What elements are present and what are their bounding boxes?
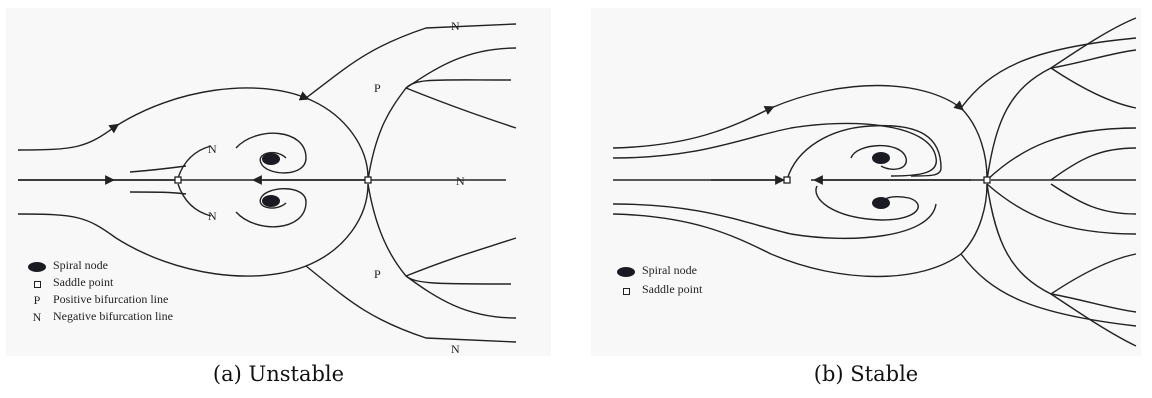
spiral-node-lower	[872, 197, 890, 209]
label-n-spiral-down: N	[208, 209, 217, 223]
flow-diagram-unstable: N P N N N P N	[17, 19, 517, 356]
spiral-node-icon	[28, 262, 46, 272]
legend-item-spiral-node: Spiral node	[613, 261, 702, 280]
caption-unstable: (a) Unstable	[212, 362, 345, 386]
legend-item-spiral-node: Spiral node	[24, 257, 173, 274]
panel-unstable: N P N N N P N Spiral node Saddle point P…	[6, 8, 551, 356]
legend-unstable: Spiral node Saddle point P Positive bifu…	[24, 257, 173, 325]
panel-stable: Spiral node Saddle point	[591, 8, 1141, 356]
spiral-node-lower	[262, 195, 280, 207]
label-n-centre: N	[456, 174, 465, 188]
saddle-point-left	[783, 176, 791, 184]
legend-item-negative: N Negative bifurcation line	[32, 309, 173, 324]
label-p-top: P	[374, 81, 381, 95]
saddle-point-right	[983, 176, 991, 184]
upper-separatrix	[17, 87, 369, 179]
label-n-top: N	[451, 19, 460, 33]
saddle-point-left	[174, 176, 182, 184]
lower-spiral	[235, 188, 307, 228]
upper-spiral	[235, 132, 307, 174]
flow-diagram-stable	[612, 17, 1137, 347]
label-n-spiral-up: N	[208, 142, 217, 156]
legend-item-positive: P Positive bifurcation line	[33, 292, 169, 307]
saddle-point-icon	[622, 287, 630, 295]
spiral-node-icon	[617, 267, 635, 277]
saddle-point-right	[364, 176, 372, 184]
legend-stable: Spiral node Saddle point	[613, 261, 702, 299]
label-p-bottom: P	[374, 267, 381, 281]
spiral-node-upper	[872, 152, 890, 164]
caption-stable: (b) Stable	[813, 362, 919, 386]
saddle-point-icon	[33, 280, 41, 288]
legend-item-saddle-point: Saddle point	[613, 280, 702, 299]
legend-item-saddle-point: Saddle point	[24, 274, 173, 291]
label-n-bottom: N	[451, 342, 460, 356]
spiral-node-upper	[262, 153, 280, 165]
